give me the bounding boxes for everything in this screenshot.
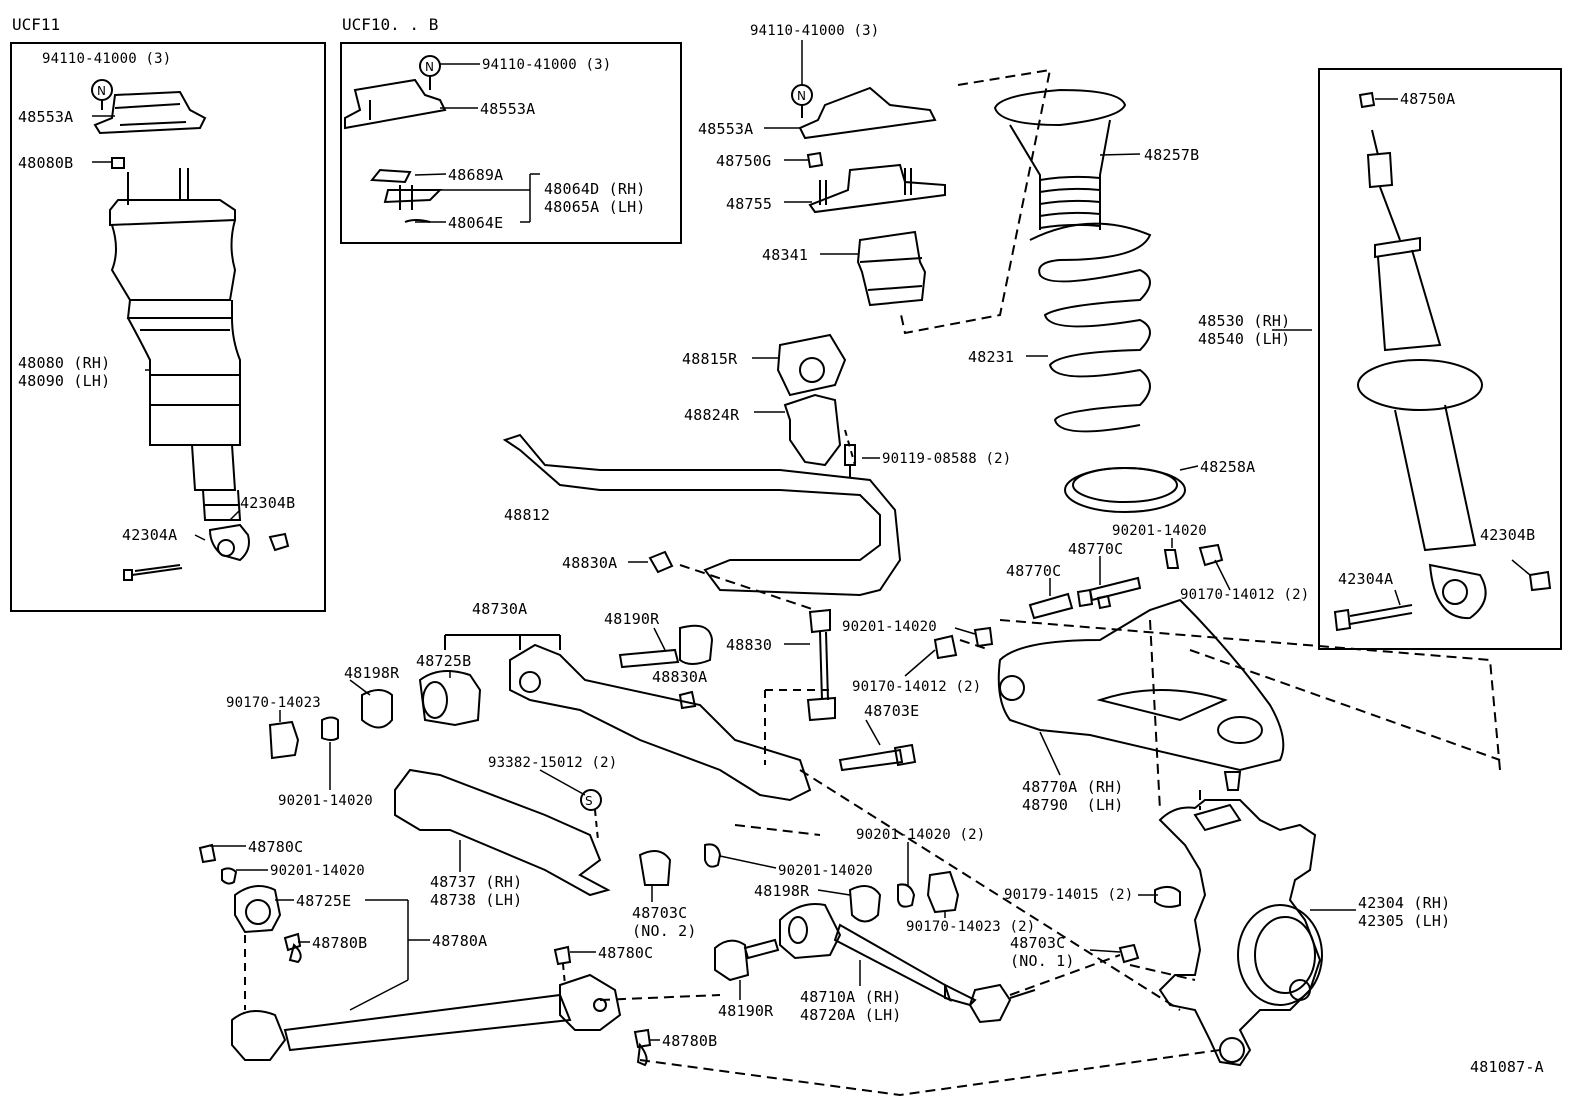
part-label[interactable]: 94110-41000 (3) — [750, 23, 880, 39]
lower-link-assembly — [198, 843, 652, 1067]
part-label[interactable]: 48703C — [632, 904, 688, 922]
part-label[interactable]: 48812 — [504, 506, 551, 524]
part-label[interactable]: 48064D (RH) — [544, 180, 646, 198]
shock-inset-box — [1318, 68, 1562, 650]
lower-arm-assembly — [268, 624, 917, 802]
part-label[interactable]: 42305 (LH) — [1358, 912, 1451, 930]
part-label[interactable]: 48725E — [296, 892, 352, 910]
part-label[interactable]: 90201-14020 — [278, 793, 373, 809]
upper-control-arm — [933, 543, 1285, 791]
part-label[interactable]: (NO. 2) — [632, 922, 697, 940]
part-label[interactable]: 90119-08588 (2) — [882, 451, 1012, 467]
part-label[interactable]: 48540 (LH) — [1198, 330, 1291, 348]
part-label[interactable]: 90170-14012 (2) — [1180, 587, 1310, 603]
part-label[interactable]: 48341 — [762, 246, 809, 264]
part-label[interactable]: 48190R — [718, 1002, 774, 1020]
part-label[interactable]: 48720A (LH) — [800, 1006, 902, 1024]
part-label[interactable]: 90201-14020 — [842, 619, 937, 635]
part-label[interactable]: 48770C — [1068, 540, 1124, 558]
part-label[interactable]: 94110-41000 (3) — [482, 57, 612, 73]
upper-mount-kit: N — [344, 55, 447, 223]
part-label[interactable]: 48770A (RH) — [1022, 778, 1124, 796]
part-label[interactable]: 48703C — [1010, 934, 1066, 952]
svg-text:N: N — [97, 84, 106, 98]
part-label[interactable]: 48231 — [968, 348, 1015, 366]
part-label[interactable]: 48830A — [652, 668, 708, 686]
part-label[interactable]: 90201-14020 — [778, 863, 873, 879]
svg-text:N: N — [797, 89, 806, 103]
part-label[interactable]: 48815R — [682, 350, 738, 368]
part-label[interactable]: 42304B — [1480, 526, 1536, 544]
part-label[interactable]: 48553A — [698, 120, 754, 138]
part-label[interactable]: 48750G — [716, 152, 772, 170]
part-label[interactable]: 48738 (LH) — [430, 891, 523, 909]
part-label[interactable]: 48780C — [598, 944, 654, 962]
title-ucf11: UCF11 — [12, 15, 61, 34]
part-label[interactable]: 48198R — [344, 664, 400, 682]
part-label[interactable]: 90170-14023 (2) — [906, 919, 1036, 935]
part-label[interactable]: 48064E — [448, 214, 504, 232]
part-label[interactable]: 48780B — [662, 1032, 718, 1050]
part-label[interactable]: 48710A (RH) — [800, 988, 902, 1006]
part-label[interactable]: 48790 (LH) — [1022, 796, 1124, 814]
part-label[interactable]: 93382-15012 (2) — [488, 755, 618, 771]
part-label[interactable]: 48755 — [726, 195, 773, 213]
part-label[interactable]: 48190R — [604, 610, 660, 628]
part-label[interactable]: 48530 (RH) — [1198, 312, 1291, 330]
ucf11-inset-box — [10, 42, 326, 612]
part-label[interactable]: 90201-14020 — [1112, 523, 1207, 539]
part-label[interactable]: 94110-41000 (3) — [42, 51, 172, 67]
center-upper-mount: N — [791, 68, 1052, 335]
steering-knuckle — [1158, 799, 1323, 1067]
shock-absorber — [1333, 91, 1552, 632]
part-label[interactable]: 42304A — [1338, 570, 1394, 588]
part-label[interactable]: 48780C — [248, 838, 304, 856]
part-label[interactable]: 42304B — [240, 494, 296, 512]
title-ucf10: UCF10. . B — [342, 15, 439, 34]
part-label[interactable]: 48080 (RH) — [18, 354, 111, 372]
part-label[interactable]: 90170-14012 (2) — [852, 679, 982, 695]
part-label[interactable]: 48553A — [18, 108, 74, 126]
air-strut-assembly: N — [91, 79, 290, 581]
part-label[interactable]: 42304 (RH) — [1358, 894, 1451, 912]
svg-text:N: N — [425, 60, 434, 74]
part-label[interactable]: 48737 (RH) — [430, 873, 523, 891]
assembly-guides — [599, 619, 1501, 1097]
ucf10-inset-box — [340, 42, 682, 244]
part-label[interactable]: 48257B — [1144, 146, 1200, 164]
part-label[interactable]: 90201-14020 — [270, 863, 365, 879]
part-label[interactable]: 48730A — [472, 600, 528, 618]
svg-text:S: S — [585, 794, 593, 808]
part-label[interactable]: 48824R — [684, 406, 740, 424]
part-label[interactable]: 90170-14023 — [226, 695, 321, 711]
part-label[interactable]: 48689A — [448, 166, 504, 184]
part-label[interactable]: 48830 — [726, 636, 773, 654]
part-label[interactable]: 48080B — [18, 154, 74, 172]
part-label[interactable]: 42304A — [122, 526, 178, 544]
lower-bracket: S — [394, 768, 722, 897]
part-label[interactable]: 48065A (LH) — [544, 198, 646, 216]
part-label[interactable]: 48258A — [1200, 458, 1256, 476]
part-label[interactable]: 48725B — [416, 652, 472, 670]
part-label[interactable]: 48830A — [562, 554, 618, 572]
part-label[interactable]: 48780A — [432, 932, 488, 950]
part-label[interactable]: 48750A — [1400, 90, 1456, 108]
diagram-id: 481087-A — [1470, 1058, 1544, 1076]
part-label[interactable]: 48553A — [480, 100, 536, 118]
part-label[interactable]: 90179-14015 (2) — [1004, 887, 1134, 903]
part-label[interactable]: 48703E — [864, 702, 920, 720]
coil-spring-assembly — [993, 88, 1186, 513]
stabilizer-bar — [502, 333, 902, 722]
part-label[interactable]: 48780B — [312, 934, 368, 952]
part-label[interactable]: 90201-14020 (2) — [856, 827, 986, 843]
part-label[interactable]: 48198R — [754, 882, 810, 900]
part-label[interactable]: 48090 (LH) — [18, 372, 111, 390]
part-label[interactable]: 48770C — [1006, 562, 1062, 580]
part-label[interactable]: (NO. 1) — [1010, 952, 1075, 970]
lower-front-arm — [714, 870, 1181, 1024]
